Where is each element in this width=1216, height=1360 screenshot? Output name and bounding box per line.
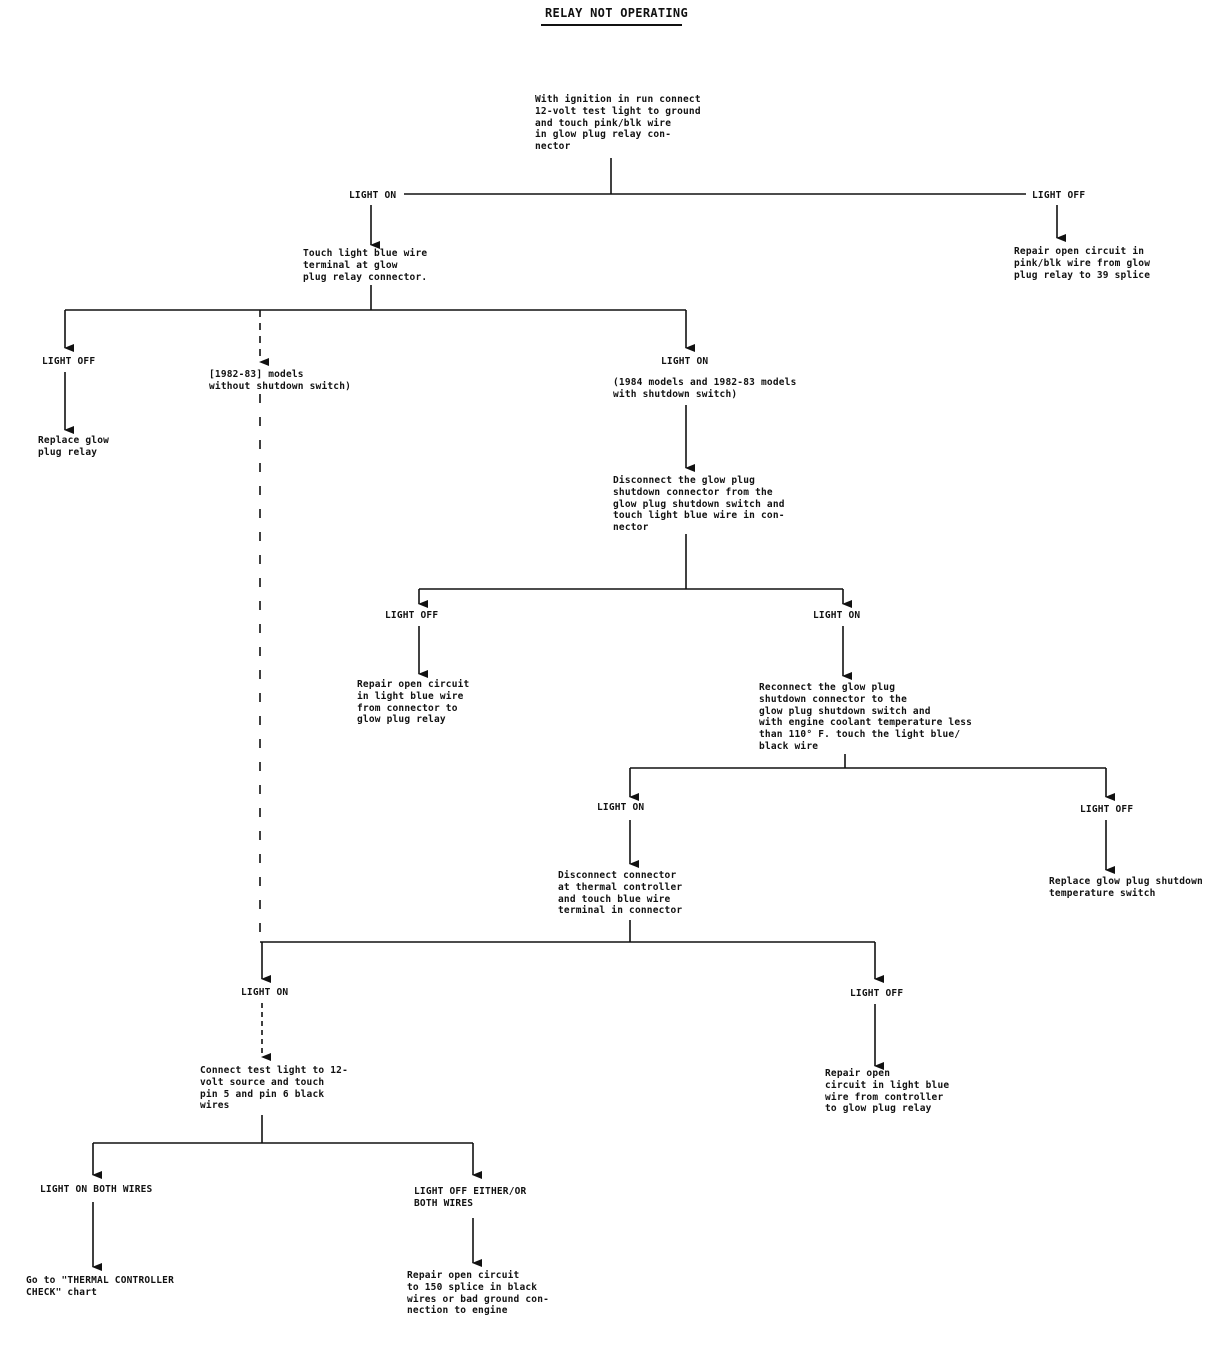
page-title: RELAY NOT OPERATING <box>545 6 688 20</box>
node-thermal-controller-check: Go to "THERMAL CONTROLLER CHECK" chart <box>26 1275 174 1298</box>
node-disconnect-shutdown: Disconnect the glow plug shutdown connec… <box>613 475 785 534</box>
node-reconnect-shutdown: Reconnect the glow plug shutdown connect… <box>759 682 973 752</box>
node-replace-relay: Replace glow plug relay <box>38 435 110 458</box>
label-n1-light-on: LIGHT ON <box>349 190 397 201</box>
label-n2-light-off: LIGHT OFF <box>42 356 96 367</box>
node-repair-controller-wire: Repair open circuit in light blue wire f… <box>825 1068 950 1115</box>
label-n6-light-off: LIGHT OFF EITHER/OR BOTH WIRES <box>414 1186 527 1209</box>
node-touch-light-blue: Touch light blue wire terminal at glow p… <box>303 248 428 283</box>
node-1984-models: (1984 models and 1982-83 models with shu… <box>613 377 797 400</box>
node-connect-12v: Connect test light to 12- volt source an… <box>200 1065 348 1112</box>
title-underline <box>541 24 682 26</box>
node-repair-light-blue: Repair open circuit in light blue wire f… <box>357 679 470 726</box>
label-n2-light-on: LIGHT ON <box>661 356 709 367</box>
node-start: With ignition in run connect 12-volt tes… <box>535 94 701 153</box>
label-n6-light-on: LIGHT ON BOTH WIRES <box>40 1184 153 1195</box>
label-n1-light-off: LIGHT OFF <box>1032 190 1086 201</box>
label-n3-light-on: LIGHT ON <box>813 610 861 621</box>
label-n3-light-off: LIGHT OFF <box>385 610 439 621</box>
node-1982-83-no-switch: [1982-83] models without shutdown switch… <box>209 369 352 392</box>
node-repair-150-splice: Repair open circuit to 150 splice in bla… <box>407 1270 550 1317</box>
label-n5-light-on: LIGHT ON <box>241 987 289 998</box>
label-n4-light-off: LIGHT OFF <box>1080 804 1134 815</box>
node-disconnect-thermal: Disconnect connector at thermal controll… <box>558 870 683 917</box>
node-replace-temp-switch: Replace glow plug shutdown temperature s… <box>1049 876 1203 899</box>
label-n5-light-off: LIGHT OFF <box>850 988 904 999</box>
node-repair-pink-wire: Repair open circuit in pink/blk wire fro… <box>1014 246 1151 281</box>
label-n4-light-on: LIGHT ON <box>597 802 645 813</box>
